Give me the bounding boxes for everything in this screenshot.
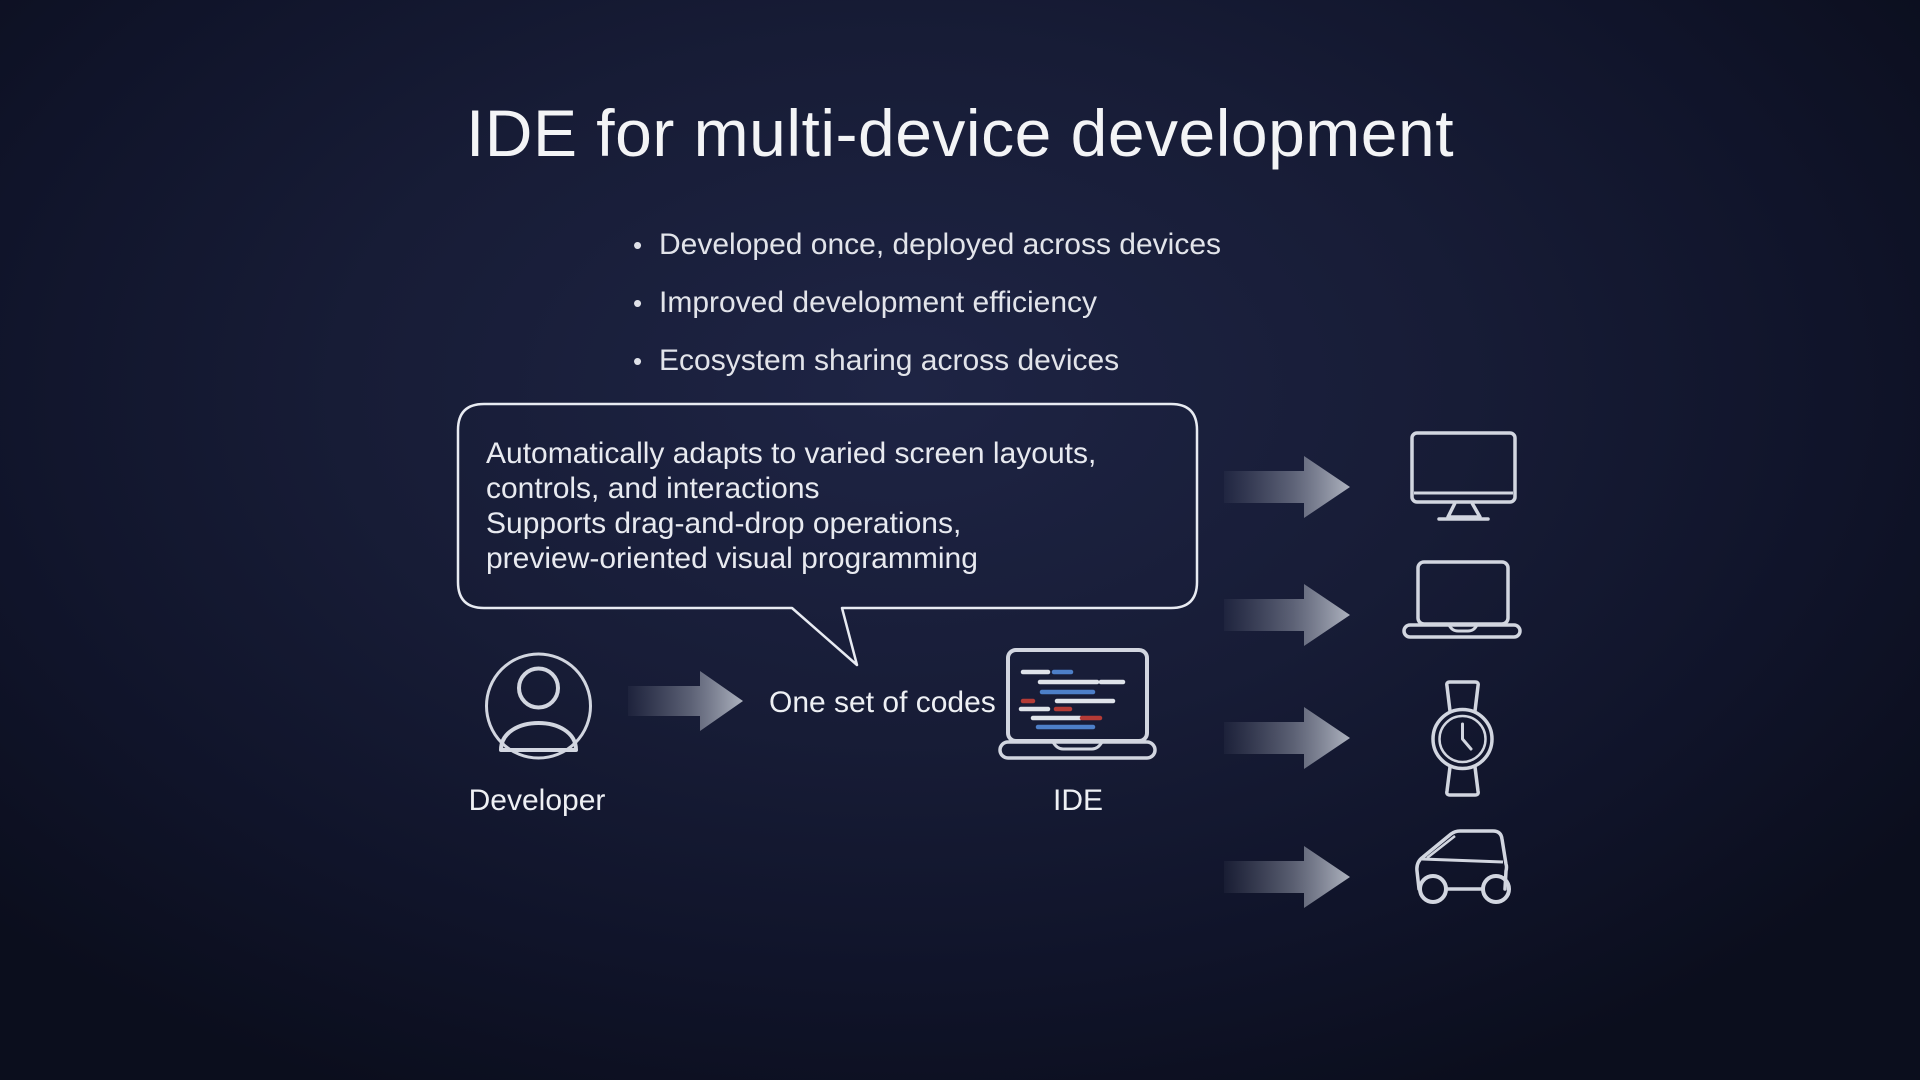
flow-arrow-developer-icon xyxy=(628,671,743,731)
bullet-text: Developed once, deployed across devices xyxy=(659,228,1222,261)
callout-line: preview-oriented visual programming xyxy=(486,542,978,575)
ide-label: IDE xyxy=(1052,784,1103,817)
bullet-text: Ecosystem sharing across devices xyxy=(659,344,1120,377)
ide-icon xyxy=(998,648,1157,760)
callout-text: Automatically adapts to varied screen la… xyxy=(486,436,1096,576)
flow-arrow-monitor-icon xyxy=(1224,456,1350,518)
developer-label: Developer xyxy=(468,784,606,817)
bullet-text: Improved development efficiency xyxy=(659,286,1098,319)
flow-arrow-car-icon xyxy=(1224,846,1350,908)
flow-arrow-laptop-icon xyxy=(1224,584,1350,646)
car-icon xyxy=(1415,829,1511,904)
bullet-icon: • xyxy=(633,346,643,376)
bullet-icon: • xyxy=(633,288,643,318)
code-lines xyxy=(1018,669,1126,730)
bullet-item: • Ecosystem sharing across devices xyxy=(633,332,1221,390)
flow-arrow-watch-icon xyxy=(1224,707,1350,769)
watch-icon xyxy=(1431,680,1494,797)
one-set-of-codes-label: One set of codes xyxy=(769,686,996,719)
laptop-icon xyxy=(1402,560,1522,639)
developer-icon xyxy=(485,652,592,760)
callout-line: Automatically adapts to varied screen la… xyxy=(486,437,1097,470)
bullet-list: • Developed once, deployed across device… xyxy=(633,216,1221,390)
bullet-item: • Improved development efficiency xyxy=(633,274,1221,332)
bullet-icon: • xyxy=(633,230,643,260)
speech-bubble xyxy=(456,402,1199,667)
callout-line: Supports drag-and-drop operations, xyxy=(486,507,962,540)
page-title: IDE for multi-device development xyxy=(465,96,1455,170)
monitor-icon xyxy=(1410,431,1517,521)
callout-line: controls, and interactions xyxy=(486,472,820,505)
bullet-item: • Developed once, deployed across device… xyxy=(633,216,1221,274)
